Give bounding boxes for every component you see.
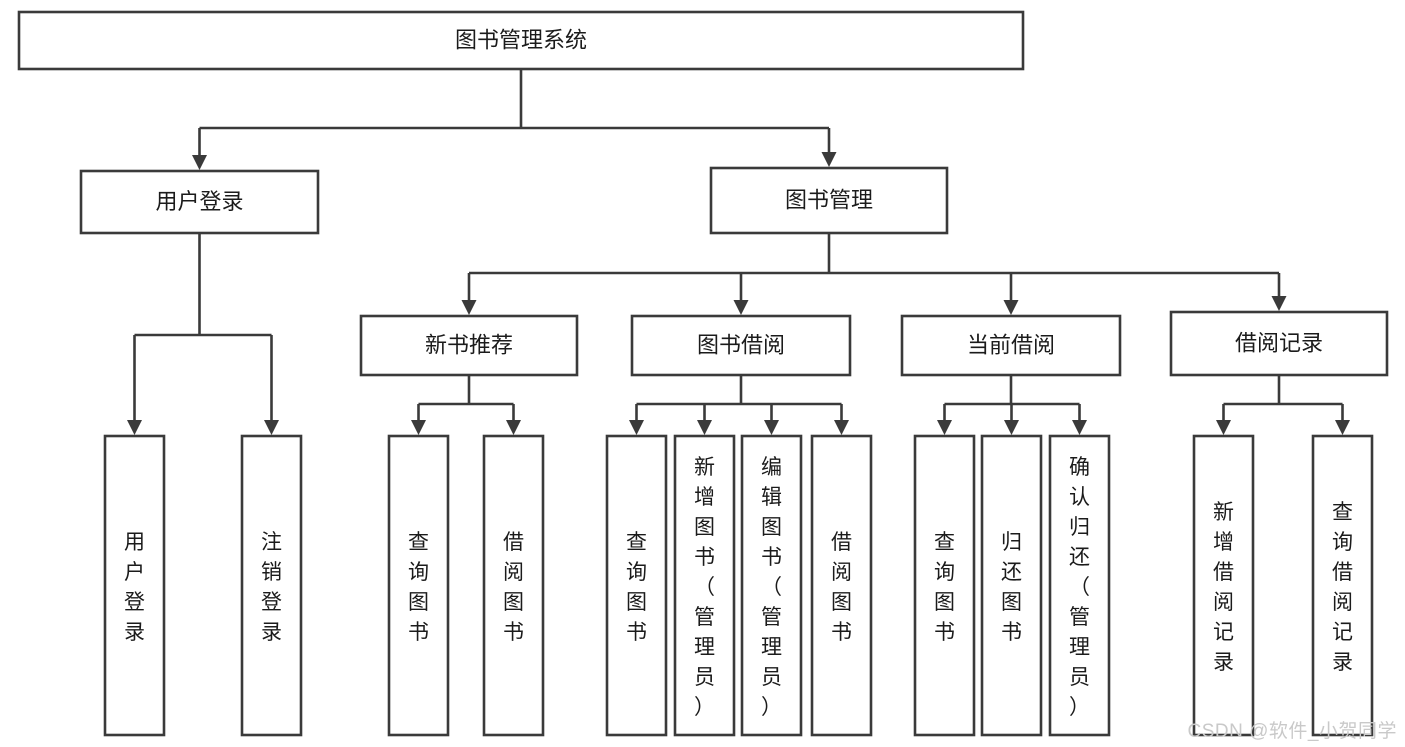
node-box-新增图书管理员[interactable] [673, 434, 736, 737]
arrowhead-新增图书管理员 [697, 420, 712, 435]
node-用户登录[interactable]: 用户登录 [103, 434, 166, 737]
node-box-当前借阅[interactable] [900, 314, 1122, 377]
node-label: 新增图书（管理员） [694, 456, 715, 719]
node-label: 当前借阅 [967, 332, 1055, 357]
node-box-查询图书[interactable] [913, 434, 976, 737]
node-查询图书[interactable]: 查询图书 [387, 434, 450, 737]
node-box-查询图书[interactable] [605, 434, 668, 737]
node-label: 归还图书 [1001, 531, 1022, 644]
node-label: 查询借阅记录 [1332, 501, 1353, 674]
arrowhead-图书借阅 [733, 300, 749, 315]
node-box-借阅图书[interactable] [810, 434, 873, 737]
node-box-新增借阅记录[interactable] [1192, 434, 1255, 737]
node-label: 查询图书 [626, 531, 647, 644]
node-box-新书推荐[interactable] [359, 314, 579, 377]
node-归还图书[interactable]: 归还图书 [980, 434, 1043, 737]
arrowhead-查询图书 [411, 420, 426, 435]
node-label: 用户登录 [124, 531, 145, 644]
node-box-注销登录[interactable] [240, 434, 303, 737]
node-label: 图书借阅 [697, 332, 785, 357]
arrowhead-用户登录 [192, 155, 207, 170]
node-box-借阅图书[interactable] [482, 434, 545, 737]
node-查询图书[interactable]: 查询图书 [605, 434, 668, 737]
node-label: 查询图书 [408, 531, 429, 644]
arrowhead-图书管理 [821, 152, 837, 167]
node-box-归还图书[interactable] [980, 434, 1043, 737]
node-借阅图书[interactable]: 借阅图书 [482, 434, 545, 737]
arrowhead-编辑图书管理员 [764, 420, 779, 435]
node-查询图书[interactable]: 查询图书 [913, 434, 976, 737]
node-label: 图书管理系统 [455, 27, 587, 52]
node-box-图书借阅[interactable] [630, 314, 852, 377]
node-新书推荐[interactable]: 新书推荐 [359, 314, 579, 377]
arrowhead-注销登录 [264, 420, 279, 435]
node-图书借阅[interactable]: 图书借阅 [630, 314, 852, 377]
node-当前借阅[interactable]: 当前借阅 [900, 314, 1122, 377]
node-box-借阅记录[interactable] [1169, 310, 1389, 377]
node-图书管理[interactable]: 图书管理 [709, 166, 949, 235]
arrowhead-用户登录 [127, 420, 142, 435]
node-新增借阅记录[interactable]: 新增借阅记录 [1192, 434, 1255, 737]
arrowhead-查询图书 [937, 420, 952, 435]
node-label: 确认归还（管理员） [1069, 456, 1090, 719]
node-注销登录[interactable]: 注销登录 [240, 434, 303, 737]
node-图书管理系统[interactable]: 图书管理系统 [17, 10, 1025, 71]
node-label: 借阅图书 [831, 531, 852, 644]
node-label: 用户登录 [155, 189, 243, 214]
node-box-用户登录[interactable] [103, 434, 166, 737]
node-label: 借阅记录 [1235, 330, 1323, 355]
connector-layer [127, 69, 1350, 435]
node-label: 注销登录 [261, 531, 282, 644]
arrowhead-借阅图书 [834, 420, 849, 435]
node-box-用户登录[interactable] [79, 169, 320, 235]
node-box-图书管理[interactable] [709, 166, 949, 235]
arrowhead-当前借阅 [1003, 300, 1019, 315]
node-box-查询借阅记录[interactable] [1311, 434, 1374, 737]
node-box-查询图书[interactable] [387, 434, 450, 737]
node-用户登录[interactable]: 用户登录 [79, 169, 320, 235]
arrowhead-新增借阅记录 [1216, 420, 1231, 435]
node-box-编辑图书管理员[interactable] [740, 434, 803, 737]
node-label: 查询图书 [934, 531, 955, 644]
arrowhead-新书推荐 [461, 300, 477, 315]
node-label: 图书管理 [785, 187, 873, 212]
arrowhead-借阅记录 [1271, 296, 1287, 311]
arrowhead-归还图书 [1004, 420, 1019, 435]
arrowhead-确认归还管理员 [1072, 420, 1087, 435]
arrowhead-借阅图书 [506, 420, 521, 435]
node-layer: 图书管理系统用户登录图书管理用户登录注销登录新书推荐查询图书借阅图书图书借阅查询… [17, 10, 1389, 737]
arrowhead-查询借阅记录 [1335, 420, 1350, 435]
node-借阅记录[interactable]: 借阅记录 [1169, 310, 1389, 377]
node-label: 编辑图书（管理员） [761, 456, 782, 719]
arrowhead-查询图书 [629, 420, 644, 435]
node-确认归还管理员[interactable]: 确认归还（管理员） [1048, 434, 1111, 737]
node-label: 借阅图书 [503, 531, 524, 644]
node-box-确认归还管理员[interactable] [1048, 434, 1111, 737]
node-box-图书管理系统[interactable] [17, 10, 1025, 71]
node-新增图书管理员[interactable]: 新增图书（管理员） [673, 434, 736, 737]
node-查询借阅记录[interactable]: 查询借阅记录 [1311, 434, 1374, 737]
csdn-watermark: CSDN @软件_小贺同学 [1187, 721, 1397, 742]
node-编辑图书管理员[interactable]: 编辑图书（管理员） [740, 434, 803, 737]
node-label: 新增借阅记录 [1213, 501, 1234, 674]
node-label: 新书推荐 [425, 332, 513, 357]
node-借阅图书[interactable]: 借阅图书 [810, 434, 873, 737]
